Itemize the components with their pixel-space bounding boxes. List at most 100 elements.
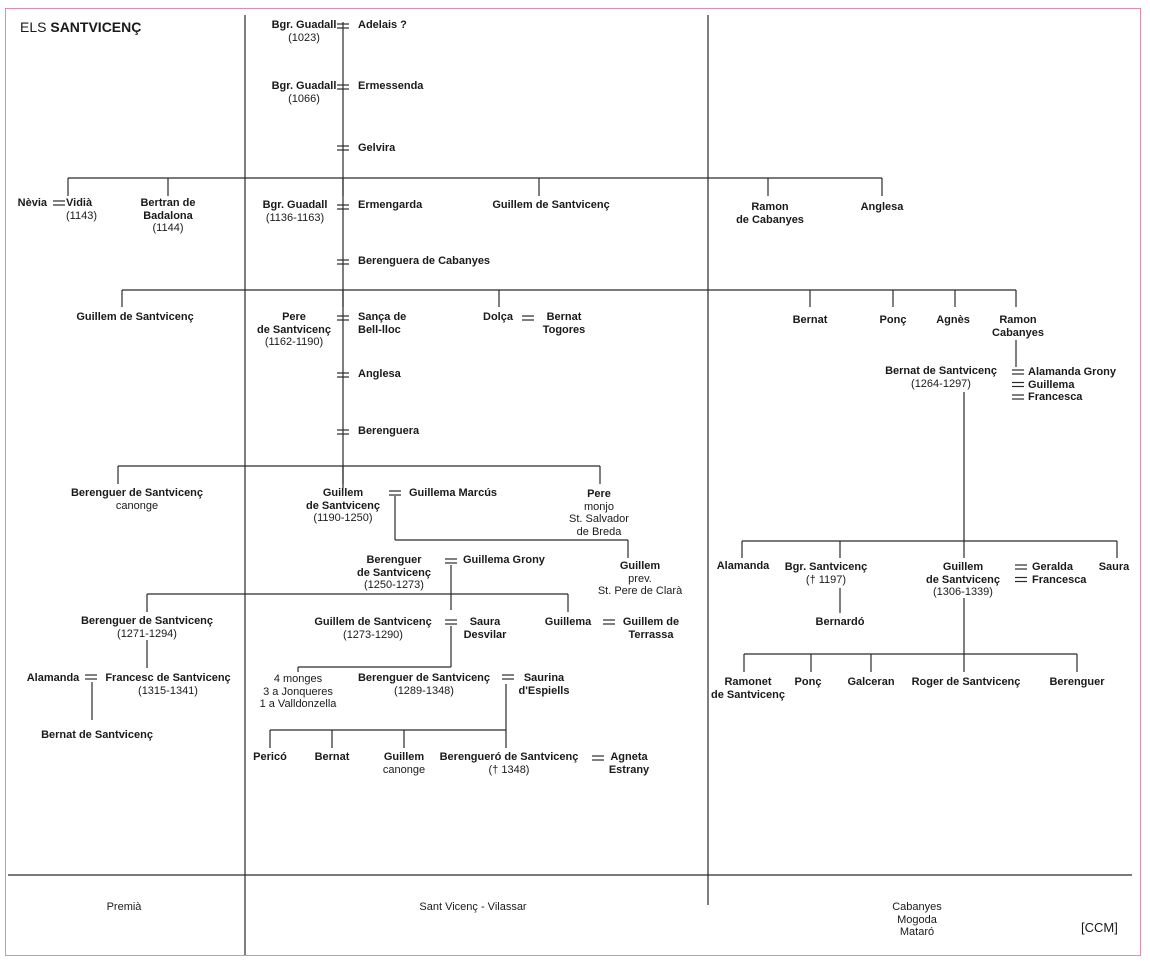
person-name: Ponç	[794, 676, 822, 688]
person-name: Guillema Marcús	[409, 487, 498, 499]
person-dolca: Dolça	[483, 311, 513, 324]
person-note: (1271-1294)	[117, 627, 177, 640]
person-bernat: Bernat	[793, 314, 828, 327]
person-bgr-santvicenc: Bgr. Santvicenç(† 1197)	[785, 561, 868, 586]
person-francesc-de-santvicenc: Francesc de Santvicenç(1315-1341)	[105, 672, 230, 697]
person-name: Nèvia	[17, 197, 47, 209]
region-line: Mataró	[899, 926, 935, 938]
person-name: Cabanyes	[992, 326, 1044, 339]
person-name: Berenguer de Santvicenç	[70, 487, 204, 499]
person-name: Ramon	[999, 314, 1037, 326]
person-name: Guillem	[383, 751, 425, 763]
person-name: Guillem de Santvicenç	[76, 311, 194, 323]
person-note: (1136-1163)	[265, 211, 325, 224]
person-name: Ponç	[879, 314, 907, 326]
person-bernat: Bernat	[315, 751, 350, 764]
person-name: de Santvicenç	[926, 573, 1000, 586]
person-name: Ermessenda	[358, 80, 424, 92]
person-name: Sança de	[358, 311, 407, 323]
person-note: (1144)	[152, 222, 184, 234]
person-note: (1023)	[288, 31, 320, 44]
person-ermengarda: Ermengarda	[358, 199, 422, 212]
person-name: Ramon	[751, 201, 789, 213]
person-name: Alamanda Grony	[1028, 366, 1117, 378]
person-note: monjo	[584, 500, 614, 513]
person-guillem-de-santvicenc: Guillem de Santvicenç	[76, 311, 193, 324]
person-ponc: Ponç	[880, 314, 907, 327]
person-berenguero-de-santvicenc: Berengueró de Santvicenç(† 1348)	[440, 751, 579, 776]
person-name: Vidià	[66, 197, 93, 209]
person-name: Badalona	[143, 209, 193, 222]
person-name: Agnès	[936, 314, 970, 326]
person-note: canonge	[382, 763, 426, 776]
person-guillem-de-santvicenc: Guillem de Santvicenç	[492, 199, 609, 212]
person-name: Saura	[469, 616, 501, 628]
person-alamanda: Alamanda	[27, 672, 80, 685]
person-name: Bertran de	[140, 197, 196, 209]
person-note: (1315-1341)	[138, 684, 198, 697]
person-agnes: Agnès	[936, 314, 970, 327]
person-name: d'Espiells	[518, 684, 570, 697]
person-guillema: Guillema	[545, 616, 591, 629]
person-name: Geralda	[1032, 561, 1073, 573]
person-guillema-grony: Guillema Grony	[463, 554, 545, 567]
person-note: (1306-1339)	[933, 586, 993, 598]
title-prefix: ELS	[20, 19, 47, 35]
person-galceran: Galceran	[847, 676, 894, 689]
person-name: Francesca	[1028, 391, 1083, 403]
person-guillem-de-santvicenc: Guillem de Santvicenç(1273-1290)	[314, 616, 431, 641]
region-line: Cabanyes	[892, 901, 942, 913]
page-frame	[5, 8, 1141, 956]
person-note: prev.	[628, 572, 652, 585]
person-name: Ermengarda	[358, 199, 423, 211]
person-note: (1190-1250)	[313, 512, 373, 524]
person-name: Bell-lloc	[358, 323, 401, 336]
person-name: Dolça	[483, 311, 513, 323]
person-name: Pere	[282, 311, 306, 323]
title-name: SANTVICENÇ	[50, 19, 142, 35]
person-name: Pericó	[253, 751, 287, 763]
person-note: 4 monges	[273, 673, 323, 685]
person-name: Ramonet	[724, 676, 772, 688]
page-title: ELS SANTVICENÇ	[20, 19, 141, 35]
person-name: Berengueró de Santvicenç	[439, 751, 579, 763]
person-name: Galceran	[847, 676, 895, 688]
person-name: Bernat de Santvicenç	[41, 729, 153, 741]
person-name: Berenguer de Santvicenç	[357, 672, 491, 684]
person-name: Alamanda	[716, 560, 770, 572]
person-name: Bgr. Guadall	[271, 80, 337, 92]
person-name: Alamanda	[26, 672, 80, 684]
person-adelais: Adelais ?	[358, 19, 407, 32]
person-name: Guillema Grony	[463, 554, 545, 566]
region-line: Premià	[106, 901, 142, 913]
person-name: de Santvicenç	[711, 688, 785, 701]
region-label-premia: Premià	[107, 901, 142, 914]
person-berenguera: Berenguera	[358, 425, 419, 438]
person-anglesa: Anglesa	[861, 201, 904, 214]
person-berenguer: Berenguer	[1049, 676, 1104, 689]
person-name: Bernat	[314, 751, 350, 763]
person-roger-de-santvicenc: Roger de Santvicenç	[912, 676, 1021, 689]
person-note: (1066)	[288, 92, 320, 105]
person-note: (1273-1290)	[343, 628, 403, 641]
person-bernat-de-santvicenc: Bernat de Santvicenç	[41, 729, 153, 742]
person-note: canonge	[115, 499, 159, 512]
person-berenguera-de-cabanyes: Berenguera de Cabanyes	[358, 255, 490, 268]
person-note: St. Salvador	[569, 513, 629, 525]
person-bgr-guadall: Bgr. Guadall(1136-1163)	[263, 199, 328, 224]
person-bgr-guadall: Bgr. Guadall(1066)	[272, 80, 337, 105]
person-note: St. Pere de Clarà	[597, 585, 683, 597]
person-name: Bgr. Guadall	[271, 19, 337, 31]
